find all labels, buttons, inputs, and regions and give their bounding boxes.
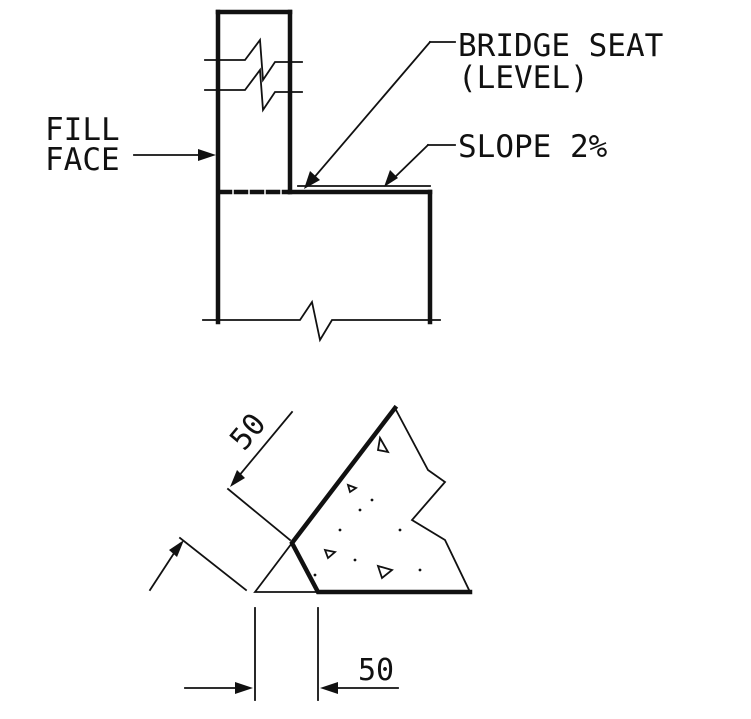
fill-face-leader [133,149,216,161]
label-bridge-seat: BRIDGE SEAT [458,28,663,64]
backwall-section [204,9,303,325]
label-level: (LEVEL) [458,60,589,96]
label-slope: SLOPE 2% [458,129,608,165]
label-fill: FILL [45,112,120,148]
label-face: FACE [45,142,120,178]
slope-leader [384,143,456,187]
bridge-seat [202,185,441,343]
bridge-seat-leader [304,40,456,189]
dimension-diagonal-50: 50 [223,407,273,457]
dimension-horizontal-50: 50 [358,653,394,688]
chamfer-detail [253,404,473,595]
diagonal-dimension: 50 [148,407,294,592]
horizontal-dimension: 50 [184,607,399,701]
